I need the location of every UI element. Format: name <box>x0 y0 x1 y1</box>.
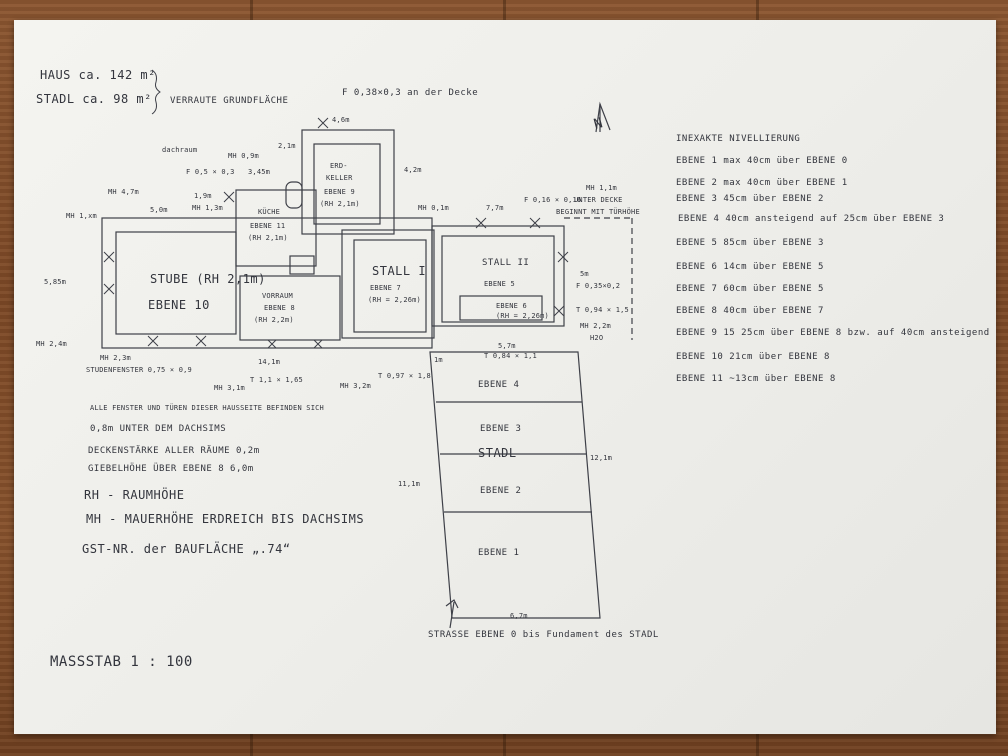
dim-label: 5,85m <box>44 278 67 286</box>
vorraum-rh: (RH 2,2m) <box>254 316 294 324</box>
stall-1-room <box>341 229 435 339</box>
kueche-level: EBENE 11 <box>250 222 286 230</box>
levels-title: INEXAKTE NIVELLIERUNG <box>676 134 801 144</box>
dim-label: MH 1,3m <box>192 204 223 212</box>
vorraum-label: VORRAUM <box>262 292 293 300</box>
level-item: EBENE 2 max 40cm über EBENE 1 <box>676 178 848 188</box>
scale-label: MASSSTAB 1 : 100 <box>50 654 193 670</box>
dim-label: 5,7m <box>498 342 516 350</box>
haus-area-label: HAUS ca. 142 m² <box>40 68 156 82</box>
dim-label: 1,9m <box>194 192 212 200</box>
dim-label: MH 3,2m <box>340 382 371 390</box>
stadl-ebene4: EBENE 4 <box>478 380 520 390</box>
stall-2-rh: (RH = 2,26m) <box>496 312 549 320</box>
stadl-label: STADL <box>478 446 517 460</box>
note-giebelhoehe: GIEBELHÖHE ÜBER EBENE 8 6,0m <box>88 464 254 474</box>
dim-label: 4,2m <box>404 166 422 174</box>
level-item: EBENE 10 21cm über EBENE 8 <box>676 352 830 362</box>
dim-label: 12,1m <box>590 454 613 462</box>
dim-label: T 0,97 × 1,8 <box>378 372 431 380</box>
dim-label: MH 2,2m <box>580 322 611 330</box>
dim-label: UNTER DECKE <box>574 196 623 204</box>
stadl-ebene2: EBENE 2 <box>480 486 522 496</box>
stall-2-room <box>431 225 565 327</box>
dim-label: 2,1m <box>278 142 296 150</box>
verraute-label: VERRAUTE GRUNDFLÄCHE <box>170 96 289 106</box>
dim-label: 5m <box>580 270 589 278</box>
dim-label: 3,45m <box>248 168 271 176</box>
dim-label: F 0,5 × 0,3 <box>186 168 235 176</box>
dim-label: MH 0,1m <box>418 204 449 212</box>
dim-label: T 1,1 × 1,65 <box>250 376 303 384</box>
stadl-outline <box>429 351 601 619</box>
dim-label: 6,7m <box>510 612 528 620</box>
vorraum-level: EBENE 8 <box>264 304 295 312</box>
dim-label: MH 2,3m <box>100 354 131 362</box>
dim-label: T 0,84 × 1,1 <box>484 352 537 360</box>
note-deckenstaerke: DECKENSTÄRKE ALLER RÄUME 0,2m <box>88 446 260 456</box>
stadl-area-label: STADL ca. 98 m² <box>36 92 152 106</box>
stall-2-ebene6: EBENE 6 <box>496 302 527 310</box>
level-item: EBENE 6 14cm über EBENE 5 <box>676 262 824 272</box>
stall-2-label: STALL II <box>482 258 530 268</box>
level-item: EBENE 5 85cm über EBENE 3 <box>676 238 824 248</box>
dim-label: 1m <box>434 356 443 364</box>
dim-label: STUDENFENSTER 0,75 × 0,9 <box>86 366 192 374</box>
stube-label: STUBE (RH 2,1m) <box>150 272 266 286</box>
level-item: EBENE 7 60cm über EBENE 5 <box>676 284 824 294</box>
dim-label: F 0,35×0,2 <box>576 282 621 290</box>
dim-label: 5,0m <box>150 206 168 214</box>
kueche-rh: (RH 2,1m) <box>248 234 288 242</box>
dim-label: BEGINNT MIT TÜRHÖHE <box>556 208 640 216</box>
level-item: EBENE 3 45cm über EBENE 2 <box>676 194 824 204</box>
note-rh: RH - RAUMHÖHE <box>84 488 185 502</box>
paper-sheet <box>14 20 996 734</box>
dim-label: H2O <box>590 334 604 342</box>
dim-label: MH 3,1m <box>214 384 245 392</box>
window-top-label: F 0,38×0,3 an der Decke <box>342 88 479 98</box>
stall-2-level: EBENE 5 <box>484 280 515 288</box>
stadl-ebene1: EBENE 1 <box>478 548 520 558</box>
erdkeller-level: EBENE 9 <box>324 188 355 196</box>
stadl-ebene3: EBENE 3 <box>480 424 522 434</box>
dim-label: 14,1m <box>258 358 281 366</box>
erdkeller-room <box>301 129 395 235</box>
level-item: EBENE 9 15 25cm über EBENE 8 bzw. auf 40… <box>676 328 990 338</box>
stall-1-level: EBENE 7 <box>370 284 401 292</box>
stall-1-label: STALL I <box>372 264 427 278</box>
dim-label: T 0,94 × 1,5 <box>576 306 629 314</box>
erdkeller-rh: (RH 2,1m) <box>320 200 360 208</box>
kueche-label: KÜCHE <box>258 208 281 216</box>
note-windows: ALLE FENSTER UND TÜREN DIESER HAUSSEITE … <box>90 404 324 412</box>
note-strasse: STRASSE EBENE 0 bis Fundament des STADL <box>428 630 659 640</box>
vorraum-room <box>239 275 341 341</box>
level-item: EBENE 8 40cm über EBENE 7 <box>676 306 824 316</box>
note-dachsims: 0,8m UNTER DEM DACHSIMS <box>90 424 227 434</box>
note-mh: MH - MAUERHÖHE ERDREICH BIS DACHSIMS <box>86 512 365 526</box>
note-gst: GST-NR. der BAUFLÄCHE „.74“ <box>82 542 291 556</box>
stube-level: EBENE 10 <box>148 298 210 312</box>
dim-label: dachraum <box>162 146 198 154</box>
dim-label: F 0,16 × 0,16 <box>524 196 582 204</box>
dim-label: 11,1m <box>398 480 421 488</box>
dim-label: 7,7m <box>486 204 504 212</box>
dim-label: MH 1,1m <box>586 184 617 192</box>
erdkeller-label: ERD- <box>330 162 348 170</box>
dim-label: MH 2,4m <box>36 340 67 348</box>
dim-label: MH 0,9m <box>228 152 259 160</box>
dim-label: 4,6m <box>332 116 350 124</box>
level-item: EBENE 1 max 40cm über EBENE 0 <box>676 156 848 166</box>
dim-label: MH 4,7m <box>108 188 139 196</box>
kueche-room <box>235 189 317 267</box>
stube-room <box>115 231 237 335</box>
level-item: EBENE 11 ~13cm über EBENE 8 <box>676 374 836 384</box>
level-item: EBENE 4 40cm ansteigend auf 25cm über EB… <box>678 214 945 224</box>
erdkeller-label-2: KELLER <box>326 174 353 182</box>
dim-label: MH 1,xm <box>66 212 97 220</box>
stall-1-rh: (RH = 2,26m) <box>368 296 421 304</box>
